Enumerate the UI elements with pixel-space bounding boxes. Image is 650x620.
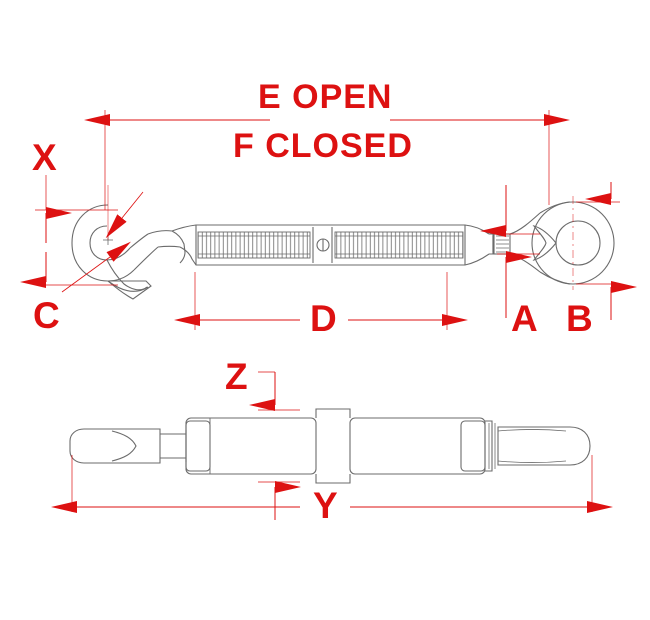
- dimension-label-z: Z: [225, 356, 248, 397]
- dimension-label-a: A: [511, 298, 538, 339]
- dimension-label-y: Y: [313, 485, 338, 526]
- dimension-label-x: X: [32, 137, 57, 178]
- open-view-geometry: [71, 201, 615, 300]
- heading-f-closed: F CLOSED: [233, 127, 413, 165]
- eye-end-geometry: [489, 201, 615, 285]
- closed-view-geometry: [69, 408, 591, 484]
- heading-e-open: E OPEN: [258, 78, 393, 116]
- hook-geometry: [71, 204, 181, 300]
- dimension-lines: [20, 110, 637, 520]
- dimension-label-c: C: [33, 295, 60, 336]
- turnbuckle-body-geometry: [171, 224, 490, 266]
- dimension-label-b: B: [566, 298, 593, 339]
- dimension-label-d: D: [310, 298, 337, 339]
